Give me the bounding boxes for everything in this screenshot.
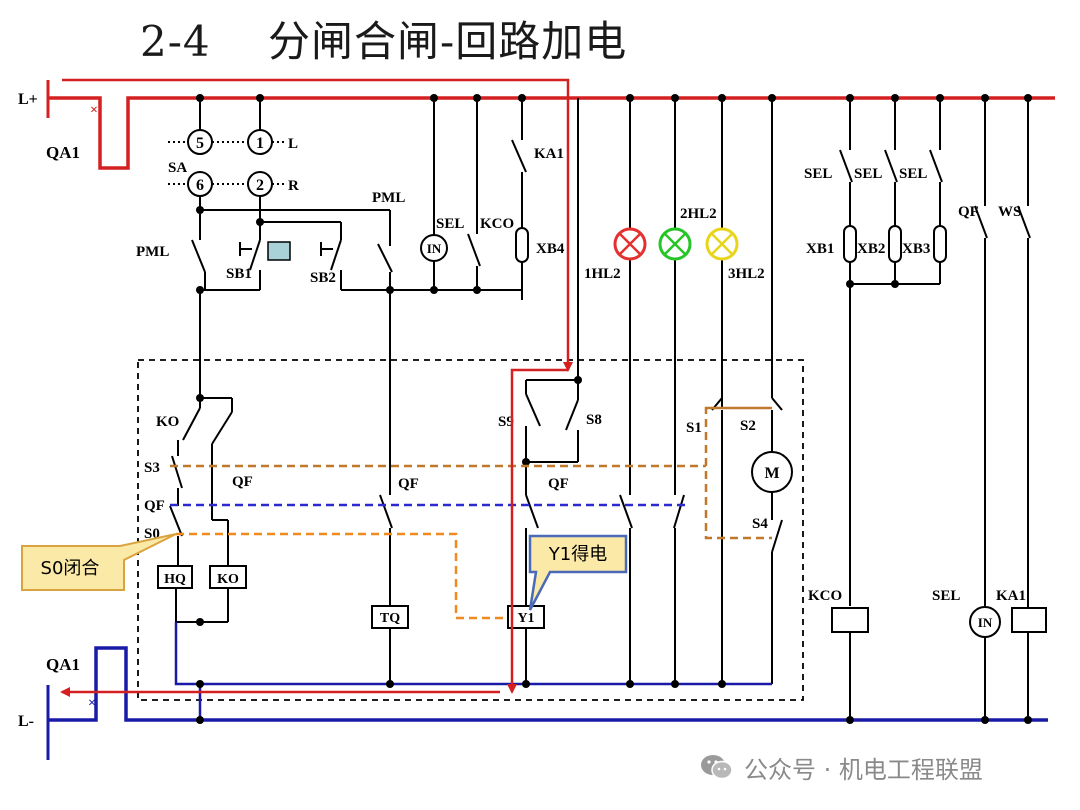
kco-coil <box>831 607 869 633</box>
l-plus-label: L+ <box>18 91 38 108</box>
l-minus-label: L- <box>18 713 34 730</box>
right-junctions <box>846 280 1032 724</box>
xb2-label: XB2 <box>857 241 885 257</box>
closing-column <box>157 397 247 623</box>
s0-callout <box>21 533 177 591</box>
qf-right-label: QF <box>958 204 979 220</box>
sb2-label: SB2 <box>310 270 336 286</box>
tq-label: TQ <box>380 611 400 626</box>
trip-column <box>371 494 409 684</box>
sa-selector <box>168 98 391 238</box>
qf3-label: QF <box>398 476 419 492</box>
upper-mid-branches <box>420 98 529 290</box>
ko-top-label: KO <box>156 414 179 430</box>
sel-bottom-label: SEL <box>932 588 960 604</box>
right-upper-branches <box>839 98 1031 720</box>
sa-5: 5 <box>196 135 204 152</box>
closing-junction <box>196 394 204 402</box>
lamp-green-icon <box>658 227 692 261</box>
hl1-label: 1HL2 <box>584 266 621 282</box>
hl3-label: 3HL2 <box>728 266 765 282</box>
pml-left-label: PML <box>136 244 169 260</box>
positive-bus: × <box>46 80 1055 170</box>
current-path <box>60 78 573 697</box>
lamp-yellow-icon <box>705 227 739 261</box>
in-bottom-label: IN <box>978 615 993 630</box>
s0-callout-text: S0闭合 <box>41 558 100 579</box>
xb1-label: XB1 <box>806 241 834 257</box>
inner-junctions <box>196 680 726 724</box>
watermark-text: 公众号 · 机电工程联盟 <box>744 755 983 784</box>
s8-label: S8 <box>586 412 602 428</box>
y1-column <box>507 98 579 684</box>
lamp-red-icon <box>613 227 647 261</box>
s0-y1-link <box>176 532 508 620</box>
kco-top-label: KCO <box>480 216 514 232</box>
page-title: 2-4 分闸合闸-回路加电 <box>140 17 628 66</box>
s2-label: S2 <box>740 418 756 434</box>
qa1-bottom-label: QA1 <box>46 655 80 674</box>
svg-text:×: × <box>90 103 98 118</box>
sel-r2-label: SEL <box>854 166 882 182</box>
pml-sb-switches <box>191 210 522 495</box>
qf4-label: QF <box>548 476 569 492</box>
in-bottom-meter <box>969 606 1001 638</box>
ws-label: WS <box>998 204 1021 220</box>
qf2-label: QF <box>232 474 253 490</box>
s9-label: S9 <box>498 414 514 430</box>
y1-label: Y1 <box>517 611 534 626</box>
ko-box-label: KO <box>217 572 239 587</box>
watermark: 公众号 · 机电工程联盟 <box>700 750 983 784</box>
s3-label: S3 <box>144 460 160 476</box>
ka1-bottom-label: KA1 <box>996 588 1026 604</box>
mechanism-box <box>137 359 804 701</box>
lamp-branches <box>629 98 773 495</box>
kco-bottom-label: KCO <box>808 588 842 604</box>
qf1-label: QF <box>144 498 165 514</box>
hq-label: HQ <box>164 572 186 587</box>
sa-l: L <box>288 136 298 152</box>
sel-r1-label: SEL <box>804 166 832 182</box>
qa1-top-label: QA1 <box>46 143 80 162</box>
ka1-top-label: KA1 <box>534 146 564 162</box>
y1-callout-text: Y1得电 <box>548 544 607 565</box>
sa-1: 1 <box>256 135 264 152</box>
closing-junction-2 <box>196 618 204 626</box>
sa-2: 2 <box>256 177 264 194</box>
xb4-label: XB4 <box>536 241 565 257</box>
s1-label: S1 <box>686 420 702 436</box>
motor-label: M <box>764 465 779 482</box>
pml-right-label: PML <box>372 190 405 206</box>
sa-r: R <box>288 178 299 194</box>
y1-junction <box>574 376 582 384</box>
motor-column <box>711 397 793 684</box>
y1-junction-2 <box>522 458 530 466</box>
sel-top-label: SEL <box>436 216 464 232</box>
sa-label: SA <box>168 160 187 176</box>
negative-bus: × <box>46 646 1048 760</box>
xb3-label: XB3 <box>902 241 930 257</box>
sa-6: 6 <box>196 177 204 194</box>
sb-indicator <box>267 241 291 261</box>
hl2-label: 2HL2 <box>680 206 717 222</box>
sel-r3-label: SEL <box>899 166 927 182</box>
mech-link-s1-s4 <box>704 406 772 540</box>
svg-text:×: × <box>88 696 96 711</box>
s4-label: S4 <box>752 516 768 532</box>
in-top-label: IN <box>427 241 442 256</box>
sb1-label: SB1 <box>226 266 252 282</box>
wechat-icon <box>701 755 733 780</box>
ka1-coil <box>1011 607 1047 633</box>
inner-negative-tie <box>174 622 772 686</box>
lamp-aux-contacts <box>619 494 685 684</box>
y1-callout <box>528 534 628 611</box>
